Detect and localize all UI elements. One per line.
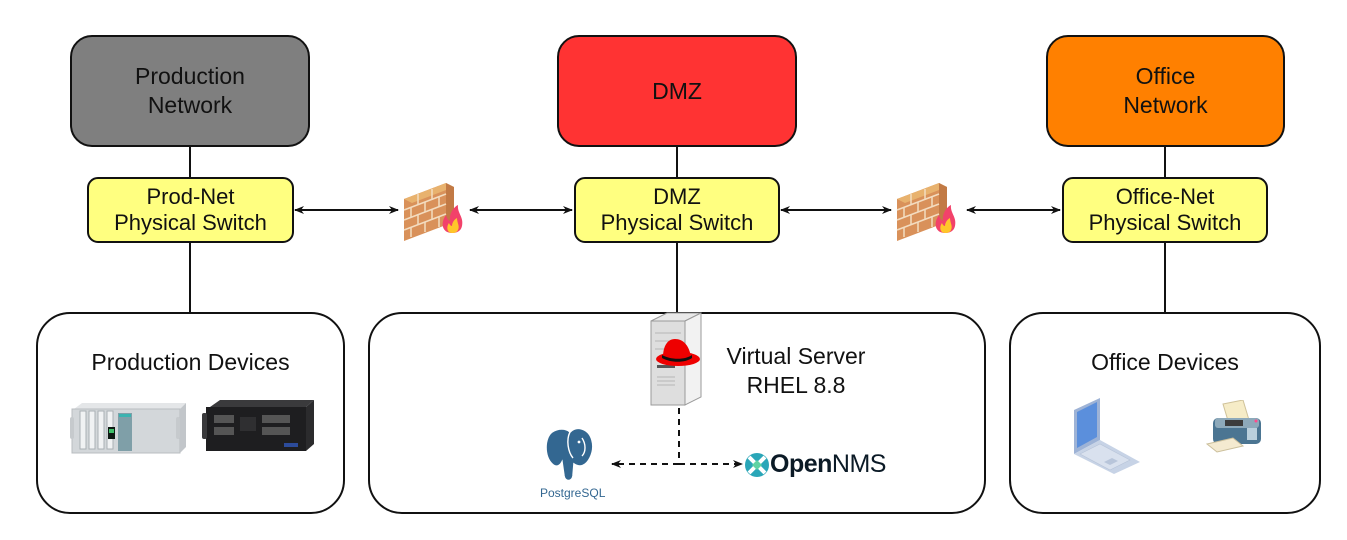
industrial-pc-black-icon xyxy=(202,400,314,451)
group-production-devices[interactable]: Production Devices xyxy=(36,312,345,514)
zone-label: Production Network xyxy=(135,63,245,118)
industrial-pc-silver-icon xyxy=(70,403,186,454)
switch-label: Prod-Net Physical Switch xyxy=(114,184,267,235)
opennms-label: OpenNMS xyxy=(770,450,886,479)
zone-label: Office Network xyxy=(1123,63,1208,118)
postgresql-label: PostgreSQL xyxy=(540,486,606,500)
firewall-icon[interactable] xyxy=(895,177,959,245)
opennms-label-regular: NMS xyxy=(831,450,887,478)
zone-production-network[interactable]: Production Network xyxy=(70,35,310,147)
zone-label: DMZ xyxy=(652,77,702,104)
opennms-logo-icon[interactable] xyxy=(744,452,770,478)
redhat-server-icon[interactable] xyxy=(645,311,707,409)
dmz-physical-switch[interactable]: DMZ Physical Switch xyxy=(574,177,780,243)
office-net-physical-switch[interactable]: Office-Net Physical Switch xyxy=(1062,177,1268,243)
switch-label: Office-Net Physical Switch xyxy=(1088,184,1242,235)
zone-office-network[interactable]: Office Network xyxy=(1046,35,1285,147)
opennms-label-bold: Open xyxy=(770,450,832,478)
switch-label: DMZ Physical Switch xyxy=(600,184,754,235)
laptop-icon xyxy=(1074,398,1140,474)
zone-dmz[interactable]: DMZ xyxy=(557,35,797,147)
group-title: Office Devices xyxy=(1091,349,1239,375)
postgresql-elephant-icon[interactable] xyxy=(542,426,598,484)
prod-net-physical-switch[interactable]: Prod-Net Physical Switch xyxy=(87,177,294,243)
dmz-dashed-links xyxy=(611,408,743,468)
group-dmz-services[interactable]: Virtual Server RHEL 8.8 PostgreSQL OpenN… xyxy=(368,312,986,514)
group-office-devices[interactable]: Office Devices xyxy=(1009,312,1321,514)
group-title: Production Devices xyxy=(91,349,290,375)
firewall-icon[interactable] xyxy=(402,177,466,245)
printer-icon xyxy=(1205,400,1261,453)
virtual-server-label: Virtual Server RHEL 8.8 xyxy=(726,343,866,398)
